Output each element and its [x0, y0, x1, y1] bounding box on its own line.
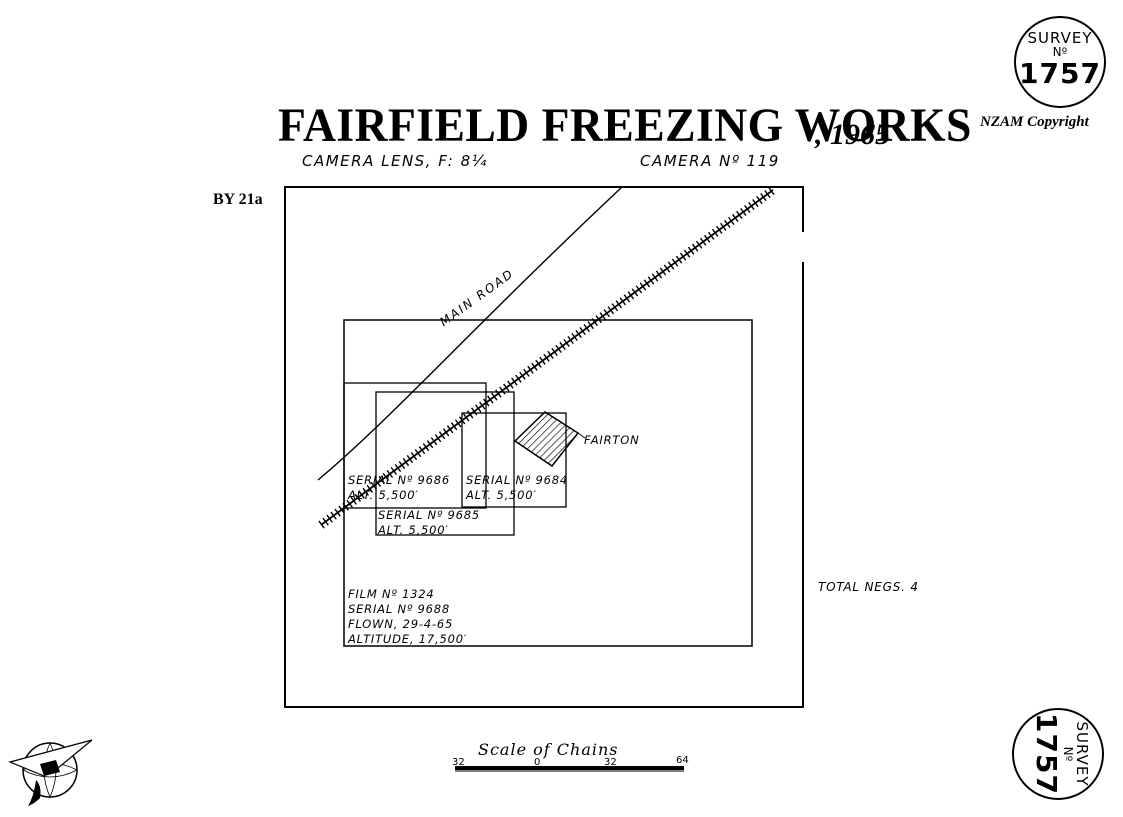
scale-bar — [455, 766, 684, 772]
survey-seal-top: SURVEY Nº 1757 — [1014, 16, 1106, 108]
scale-tick-label: 64 — [676, 755, 689, 766]
seal-number: 1757 — [1019, 57, 1101, 90]
sheet-reference: BY 21a — [213, 191, 263, 208]
fairton-leader-line — [577, 432, 586, 439]
photo-altitude: ALT. 5,500′ — [378, 523, 449, 537]
map-title: FAIRFIELD FREEZING WORKS — [278, 99, 972, 152]
photo-label-9684: SERIAL Nº 9684 ALT. 5,500′ — [466, 473, 568, 503]
coverage-rect-9685 — [375, 391, 515, 536]
photo-serial: SERIAL Nº 9684 — [466, 473, 569, 487]
total-negs-label: TOTAL NEGS. 4 — [818, 580, 919, 594]
scale-tick-label: 32 — [604, 757, 617, 768]
film-altitude: ALTITUDE, 17,500′ — [348, 632, 468, 646]
photo-serial: SERIAL Nº 9685 — [378, 508, 481, 522]
photo-serial: SERIAL Nº 9686 — [348, 473, 451, 487]
fairton-works-shape — [513, 411, 580, 468]
railway-ties — [318, 186, 776, 529]
scale-title: Scale of Chains — [478, 740, 619, 759]
coverage-rect-9684 — [461, 412, 567, 508]
scale-tick-label: 32 — [452, 757, 465, 768]
camera-number-label: CAMERA Nº 119 — [640, 152, 780, 170]
copyright-label: NZAM Copyright — [980, 114, 1089, 130]
photo-altitude: ALT. 5,500′ — [466, 488, 537, 502]
photo-label-9685: SERIAL Nº 9685 ALT. 5,500′ — [378, 508, 480, 538]
camera-lens-label: CAMERA LENS, F: 8¼ — [302, 152, 488, 170]
main-road-line — [317, 186, 623, 481]
nz-aerial-mapping-logo — [8, 739, 93, 806]
fairton-label: FAIRTON — [584, 433, 640, 447]
film-info-block: FILM Nº 1324 SERIAL Nº 9688 FLOWN, 29-4-… — [348, 587, 467, 647]
seal-survey-text: SURVEY — [1027, 29, 1093, 47]
coverage-rect-9686 — [343, 382, 487, 509]
photo-label-9686: SERIAL Nº 9686 ALT. 5,500′ — [348, 473, 450, 503]
film-serial: SERIAL Nº 9688 — [348, 602, 451, 616]
film-number: FILM Nº 1324 — [348, 587, 435, 601]
map-year: , 1965 — [815, 118, 890, 151]
seal-no-text: Nº — [1052, 45, 1068, 59]
logo-camera — [40, 760, 60, 776]
outer-map-frame — [284, 186, 804, 708]
logo-nz-map — [28, 780, 41, 806]
flown-date: FLOWN, 29-4-65 — [348, 617, 454, 631]
scale-tick-label: 0 — [534, 757, 541, 768]
photo-altitude: ALT. 5,500′ — [348, 488, 419, 502]
